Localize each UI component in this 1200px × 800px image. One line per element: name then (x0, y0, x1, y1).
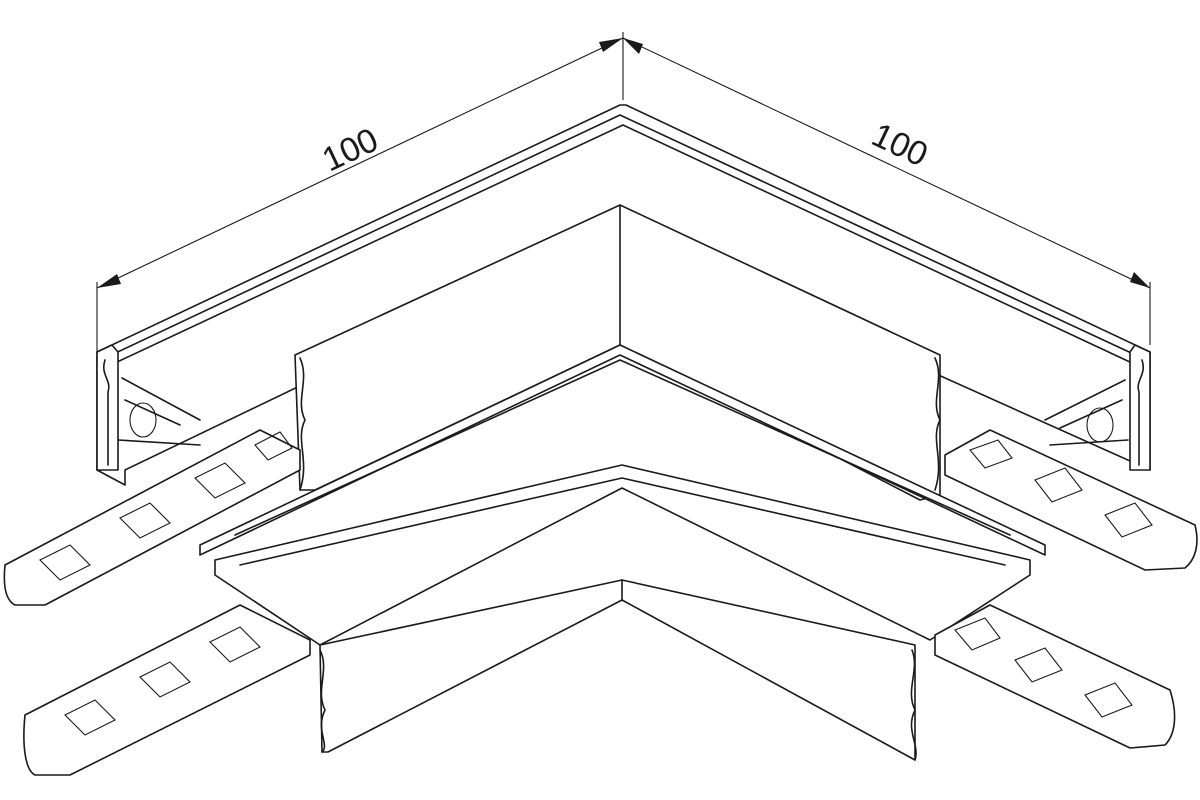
slot-ur-1 (969, 439, 1013, 469)
slot-ll-1 (64, 699, 116, 736)
connector-plate-lower-right (934, 604, 1176, 749)
plate-ur-body (944, 429, 1198, 571)
slot-ul-3 (194, 462, 246, 499)
plate-ul-body (3, 429, 301, 606)
right-end-ribs (1044, 379, 1129, 446)
rim-inner-edge (104, 114, 1143, 359)
plate-ll-body (23, 604, 311, 776)
slot-lr-2 (1014, 647, 1063, 683)
plate-lr-body (934, 604, 1176, 749)
right-end-detail (1137, 359, 1144, 466)
inner-wall-right-edge (934, 357, 941, 491)
slot-ul-1 (39, 544, 91, 581)
slot-ur-2 (1034, 467, 1083, 503)
connector-plate-upper-left (3, 429, 301, 606)
plate-lr-slots (954, 617, 1133, 718)
rim-inner-edge-2 (114, 124, 1133, 364)
right-end-cap (1129, 344, 1151, 471)
front-wall-right-edge (910, 649, 917, 761)
plate-ur-slots (969, 439, 1153, 538)
arrow-right-end (1130, 272, 1150, 288)
arrow-right-start (623, 38, 643, 54)
slot-ul-2 (119, 502, 171, 539)
dimension-line-left (96, 37, 624, 289)
lower-ledge-edge (239, 477, 1006, 566)
dimension-label-right: 100 (866, 116, 934, 175)
connector-plate-upper-right (944, 429, 1198, 571)
slot-lr-3 (1084, 682, 1133, 718)
inner-wall-left-edge (299, 357, 306, 491)
dimension-line-right (622, 37, 1151, 289)
slot-ur-3 (1104, 502, 1153, 538)
left-screw-hole (129, 402, 157, 438)
front-wall (319, 579, 916, 761)
slot-ll-2 (139, 661, 191, 698)
left-end-ribs (117, 377, 201, 446)
profile-body (96, 104, 1151, 761)
plate-ul-slots (39, 431, 293, 581)
arrow-left-end (599, 38, 623, 52)
left-end-detail (103, 359, 110, 466)
slot-ul-4 (254, 431, 293, 461)
plate-ll-slots (64, 626, 261, 736)
arrow-left-start (97, 274, 121, 288)
slot-ll-3 (209, 626, 261, 663)
connector-plate-lower-left (23, 604, 311, 776)
front-wall-left-edge (319, 649, 326, 753)
channel-floor (199, 344, 1046, 556)
dimension-label-left: 100 (317, 121, 385, 180)
slot-lr-1 (954, 617, 1001, 651)
channel-groove (234, 359, 1011, 536)
